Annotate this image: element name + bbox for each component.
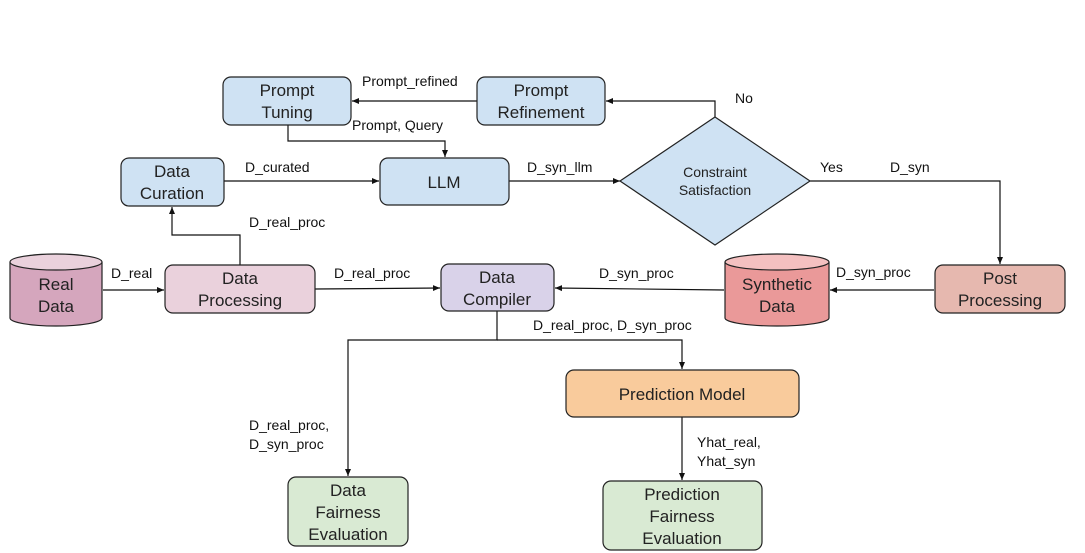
label-d-syn-proc-left: D_syn_proc <box>599 265 674 281</box>
svg-text:Processing: Processing <box>958 291 1042 310</box>
svg-text:Post: Post <box>983 269 1017 288</box>
svg-text:Satisfaction: Satisfaction <box>679 182 751 198</box>
label-d-syn-proc-right: D_syn_proc <box>836 264 911 280</box>
label-prompt-query: Prompt, Query <box>352 117 443 133</box>
svg-text:Real: Real <box>39 275 74 294</box>
label-fairness-in-2: D_syn_proc <box>249 436 324 452</box>
node-prediction-model: Prediction Model <box>565 369 800 418</box>
svg-text:Data: Data <box>154 162 190 181</box>
svg-text:LLM: LLM <box>427 173 460 192</box>
edge-constraint-yes <box>810 180 1003 264</box>
node-data-processing: Data Processing <box>164 264 316 314</box>
node-prompt-refinement: Prompt Refinement <box>476 76 606 126</box>
edge-synthetic-to-compiler <box>554 285 725 292</box>
svg-text:Constraint: Constraint <box>683 164 747 180</box>
svg-text:Fairness: Fairness <box>315 503 380 522</box>
edge-compiler-split <box>345 311 498 476</box>
edge-tuning-to-llm <box>287 125 448 157</box>
label-d-syn-llm: D_syn_llm <box>527 159 592 175</box>
svg-text:Evaluation: Evaluation <box>642 529 721 548</box>
label-d-real: D_real <box>111 265 152 281</box>
svg-text:Refinement: Refinement <box>498 103 585 122</box>
node-constraint-satisfaction: Constraint Satisfaction <box>618 116 812 246</box>
svg-text:Fairness: Fairness <box>649 507 714 526</box>
node-prediction-fairness-evaluation: Prediction Fairness Evaluation <box>602 480 763 551</box>
node-real-data: Real Data <box>9 253 103 327</box>
svg-text:Data: Data <box>222 269 258 288</box>
label-d-syn: D_syn <box>890 159 930 175</box>
edge-processing-to-compiler <box>314 285 441 292</box>
svg-text:Data: Data <box>330 481 366 500</box>
svg-text:Tuning: Tuning <box>261 103 312 122</box>
node-post-processing: Post Processing <box>934 264 1066 314</box>
label-yhat-1: Yhat_real, <box>697 434 761 450</box>
svg-text:Data: Data <box>479 268 515 287</box>
node-data-fairness-evaluation: Data Fairness Evaluation <box>287 476 409 547</box>
svg-text:Prompt: Prompt <box>260 81 315 100</box>
label-prompt-refined: Prompt_refined <box>362 73 458 89</box>
svg-text:Data: Data <box>759 297 795 316</box>
node-data-curation: Data Curation <box>120 157 225 207</box>
svg-text:Evaluation: Evaluation <box>308 525 387 544</box>
edge-processing-to-curation <box>169 207 241 265</box>
label-d-curated: D_curated <box>245 159 310 175</box>
svg-text:Data: Data <box>38 297 74 316</box>
edge-compiler-to-model <box>497 339 685 369</box>
label-d-real-proc-up: D_real_proc <box>249 214 325 230</box>
edge-constraint-no <box>606 98 716 117</box>
svg-text:Processing: Processing <box>198 291 282 310</box>
svg-text:Prediction: Prediction <box>644 485 720 504</box>
svg-text:Prompt: Prompt <box>514 81 569 100</box>
label-no: No <box>735 90 753 106</box>
label-yhat-2: Yhat_syn <box>697 453 755 469</box>
node-llm: LLM <box>379 157 510 206</box>
label-yes: Yes <box>820 159 843 175</box>
node-synthetic-data: Synthetic Data <box>724 253 830 327</box>
label-d-real-proc: D_real_proc <box>334 265 410 281</box>
node-prompt-tuning: Prompt Tuning <box>222 76 352 126</box>
label-compiler-out: D_real_proc, D_syn_proc <box>533 317 692 333</box>
svg-text:Synthetic: Synthetic <box>742 275 812 294</box>
node-data-compiler: Data Compiler <box>440 263 555 312</box>
svg-text:Prediction Model: Prediction Model <box>619 385 746 404</box>
label-fairness-in-1: D_real_proc, <box>249 417 329 433</box>
svg-text:Curation: Curation <box>140 184 204 203</box>
svg-text:Compiler: Compiler <box>463 290 531 309</box>
